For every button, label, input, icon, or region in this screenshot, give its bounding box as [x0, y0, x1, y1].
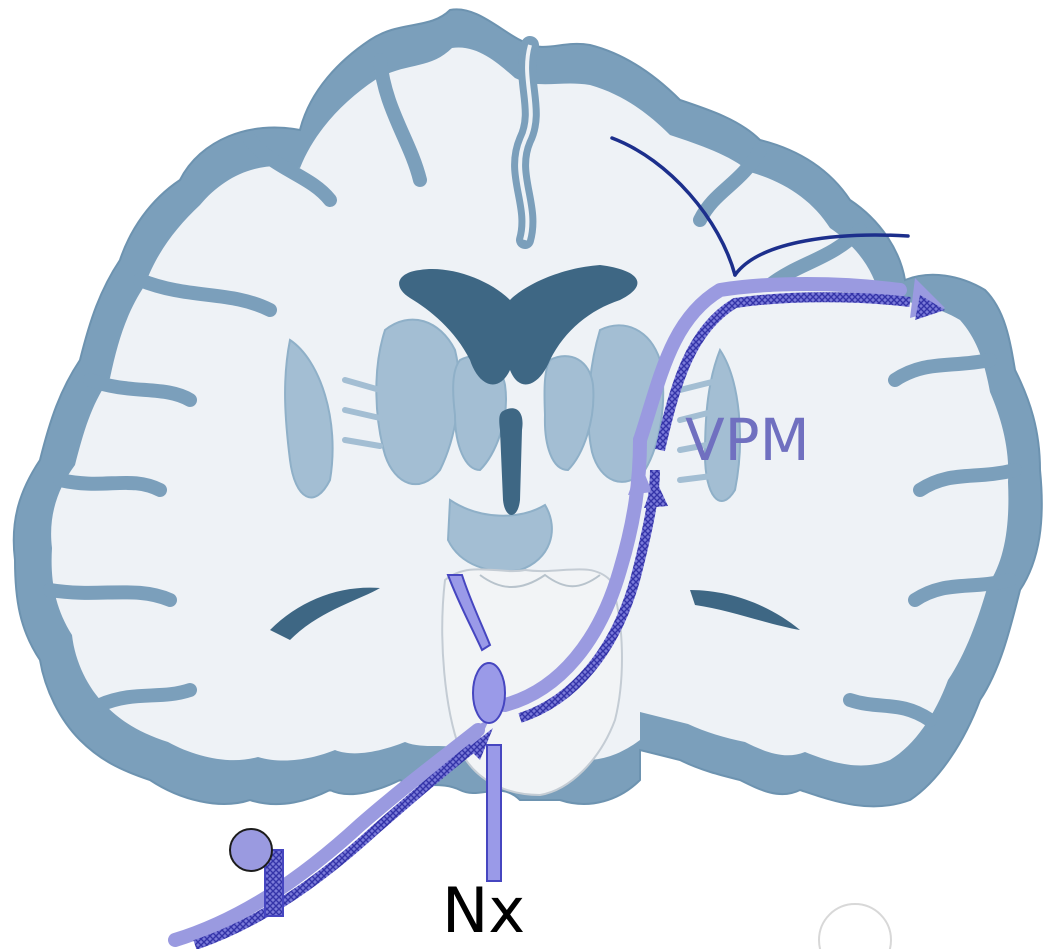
nucleus-solitarius — [473, 663, 505, 723]
nx-label: Nx — [442, 874, 525, 947]
nx-pointer — [487, 745, 501, 881]
watermark-seal — [819, 904, 891, 949]
vpm-label: VPM — [685, 406, 810, 474]
